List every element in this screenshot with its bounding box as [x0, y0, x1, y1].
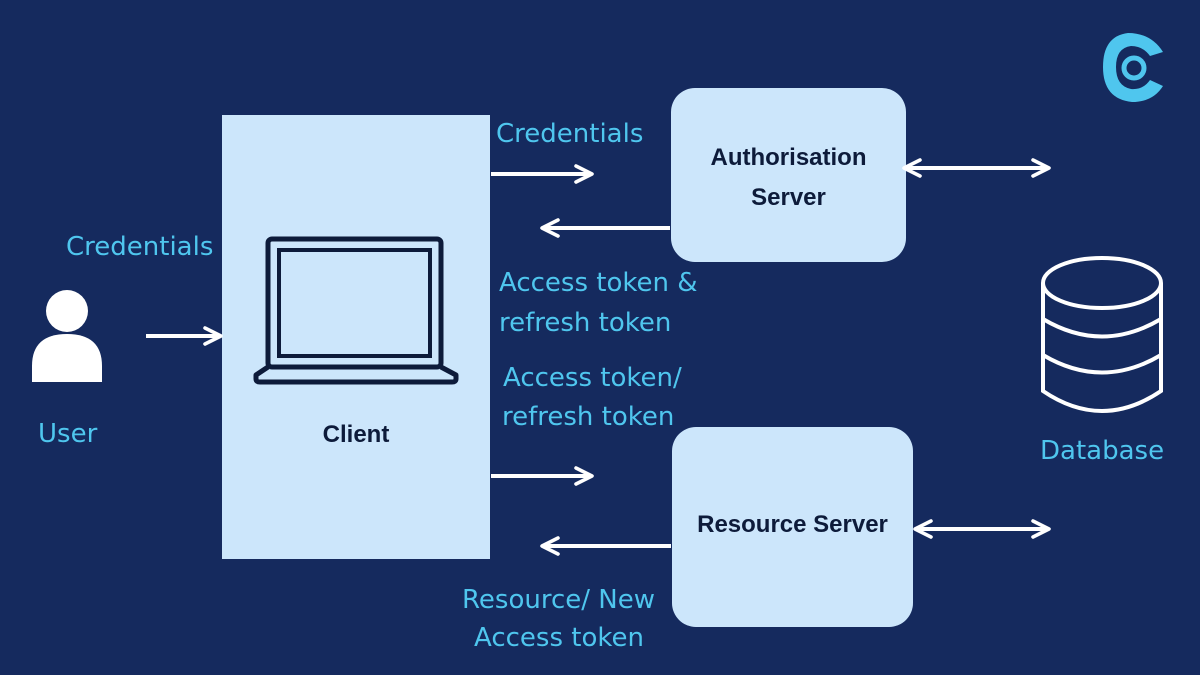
access-or-refresh-label-line2: refresh token [502, 402, 675, 432]
c-logo-icon [1103, 33, 1163, 102]
access-or-refresh-label-line1: Access token/ [503, 363, 682, 393]
user-credentials-label: Credentials [66, 232, 214, 262]
resource-server-box: Resource Server [672, 427, 913, 627]
database-icon [1041, 256, 1163, 413]
authorisation-server-label: Authorisation Server [710, 144, 867, 211]
resource-server-label: Resource Server [697, 511, 888, 538]
authorisation-server-box: Authorisation Server [671, 88, 906, 262]
auth-credentials-label: Credentials [496, 119, 644, 149]
client-label: Client [322, 421, 390, 448]
resource-label-line1: Resource/ New [462, 585, 655, 615]
database-label: Database [1040, 436, 1165, 466]
resource-label-line2: Access token [474, 623, 644, 653]
user-icon [32, 290, 102, 382]
access-refresh-label-line2: refresh token [499, 308, 672, 338]
access-refresh-label-line1: Access token & [499, 268, 698, 298]
laptop-icon [253, 236, 459, 385]
client-box: Client [222, 115, 490, 559]
user-label: User [38, 419, 98, 449]
